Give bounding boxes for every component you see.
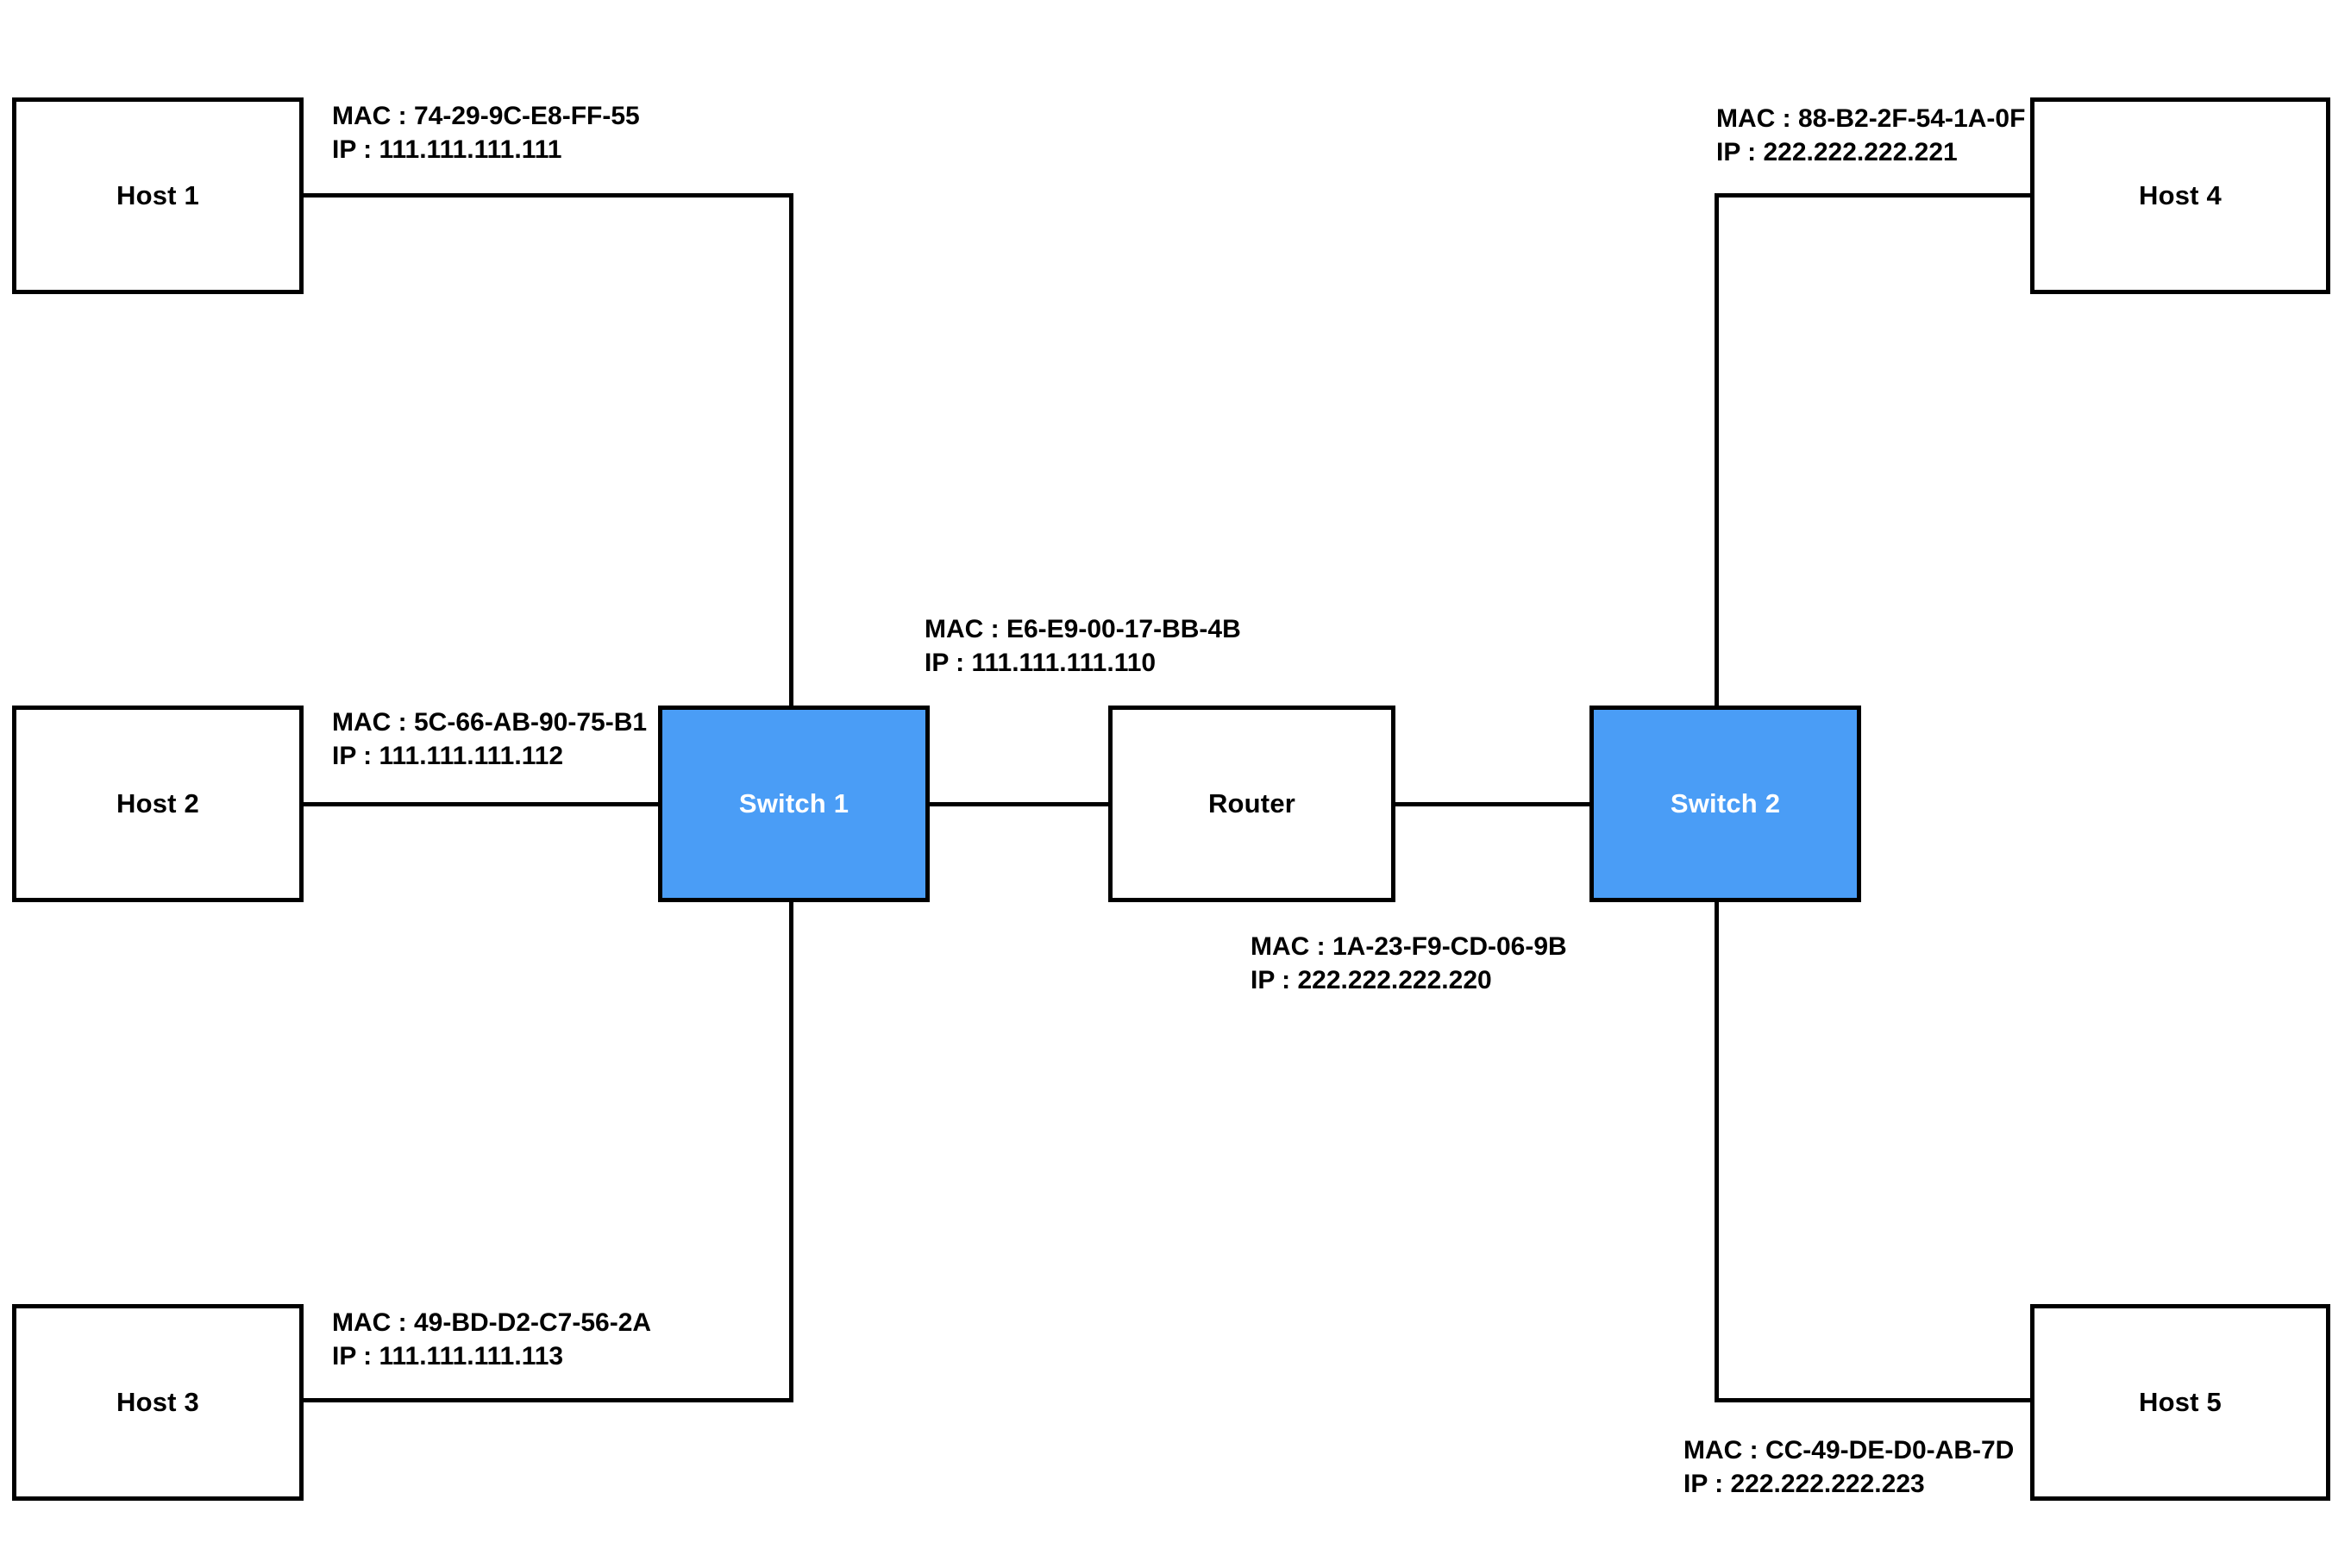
node-switch1: Switch 1 — [658, 706, 930, 902]
node-router-label: Router — [1207, 788, 1296, 818]
edge-router-switch2 — [1395, 802, 1589, 806]
annotation-host5-ip: IP : 222.222.222.223 — [1683, 1470, 1925, 1498]
annotation-host5: MAC : CC-49-DE-D0-AB-7D IP : 222.222.222… — [1683, 1433, 2014, 1501]
annotation-host2-ip: IP : 111.111.111.112 — [332, 742, 564, 770]
node-host4-label: Host 4 — [2139, 180, 2222, 210]
annotation-host3-ip: IP : 111.111.111.113 — [332, 1342, 564, 1370]
edge-switch1-router — [930, 802, 1108, 806]
node-host4: Host 4 — [2030, 97, 2330, 294]
annotation-host5-mac: MAC : CC-49-DE-D0-AB-7D — [1683, 1436, 2015, 1465]
annotation-host4-ip: IP : 222.222.222.221 — [1716, 138, 1958, 166]
edge-host3-switch1-vertical — [789, 902, 793, 1402]
node-host1: Host 1 — [12, 97, 304, 294]
node-switch1-label: Switch 1 — [738, 788, 849, 818]
annotation-host4-mac: MAC : 88-B2-2F-54-1A-0F — [1716, 104, 2026, 133]
annotation-router-switch1-ip: IP : 111.111.111.110 — [925, 649, 1157, 677]
annotation-router-switch2-side: MAC : 1A-23-F9-CD-06-9B IP : 222.222.222… — [1251, 930, 1567, 997]
annotation-router-switch2-mac: MAC : 1A-23-F9-CD-06-9B — [1251, 932, 1567, 961]
node-host3-label: Host 3 — [116, 1387, 199, 1417]
annotation-host2: MAC : 5C-66-AB-90-75-B1 IP : 111.111.111… — [332, 706, 647, 773]
node-host5-label: Host 5 — [2139, 1387, 2222, 1417]
annotation-host1: MAC : 74-29-9C-E8-FF-55 IP : 111.111.111… — [332, 99, 640, 166]
annotation-router-switch2-ip: IP : 222.222.222.220 — [1251, 966, 1492, 994]
node-router: Router — [1108, 706, 1395, 902]
edge-switch2-host5-horizontal — [1715, 1398, 2030, 1402]
node-host3: Host 3 — [12, 1304, 304, 1501]
node-switch2-label: Switch 2 — [1670, 788, 1781, 818]
annotation-host3: MAC : 49-BD-D2-C7-56-2A IP : 111.111.111… — [332, 1306, 651, 1373]
annotation-host2-mac: MAC : 5C-66-AB-90-75-B1 — [332, 708, 648, 737]
annotation-router-switch1-mac: MAC : E6-E9-00-17-BB-4B — [925, 615, 1241, 643]
annotation-host3-mac: MAC : 49-BD-D2-C7-56-2A — [332, 1308, 652, 1337]
annotation-host4: MAC : 88-B2-2F-54-1A-0F IP : 222.222.222… — [1716, 102, 2025, 169]
node-host2: Host 2 — [12, 706, 304, 902]
node-host5: Host 5 — [2030, 1304, 2330, 1501]
annotation-host1-ip: IP : 111.111.111.111 — [332, 135, 562, 164]
node-switch2: Switch 2 — [1589, 706, 1861, 902]
edge-switch2-host4-horizontal — [1715, 193, 2030, 198]
node-host2-label: Host 2 — [116, 788, 199, 818]
annotation-host1-mac: MAC : 74-29-9C-E8-FF-55 — [332, 102, 640, 130]
node-host1-label: Host 1 — [116, 180, 199, 210]
edge-switch2-host5-vertical — [1715, 902, 1719, 1402]
edge-switch2-host4-vertical — [1715, 193, 1719, 706]
edge-host1-switch1-horizontal — [304, 193, 793, 198]
annotation-router-switch1-side: MAC : E6-E9-00-17-BB-4B IP : 111.111.111… — [925, 612, 1241, 680]
edge-host2-switch1 — [304, 802, 658, 806]
edge-host1-switch1-vertical — [789, 193, 793, 706]
edge-host3-switch1-horizontal — [304, 1398, 793, 1402]
